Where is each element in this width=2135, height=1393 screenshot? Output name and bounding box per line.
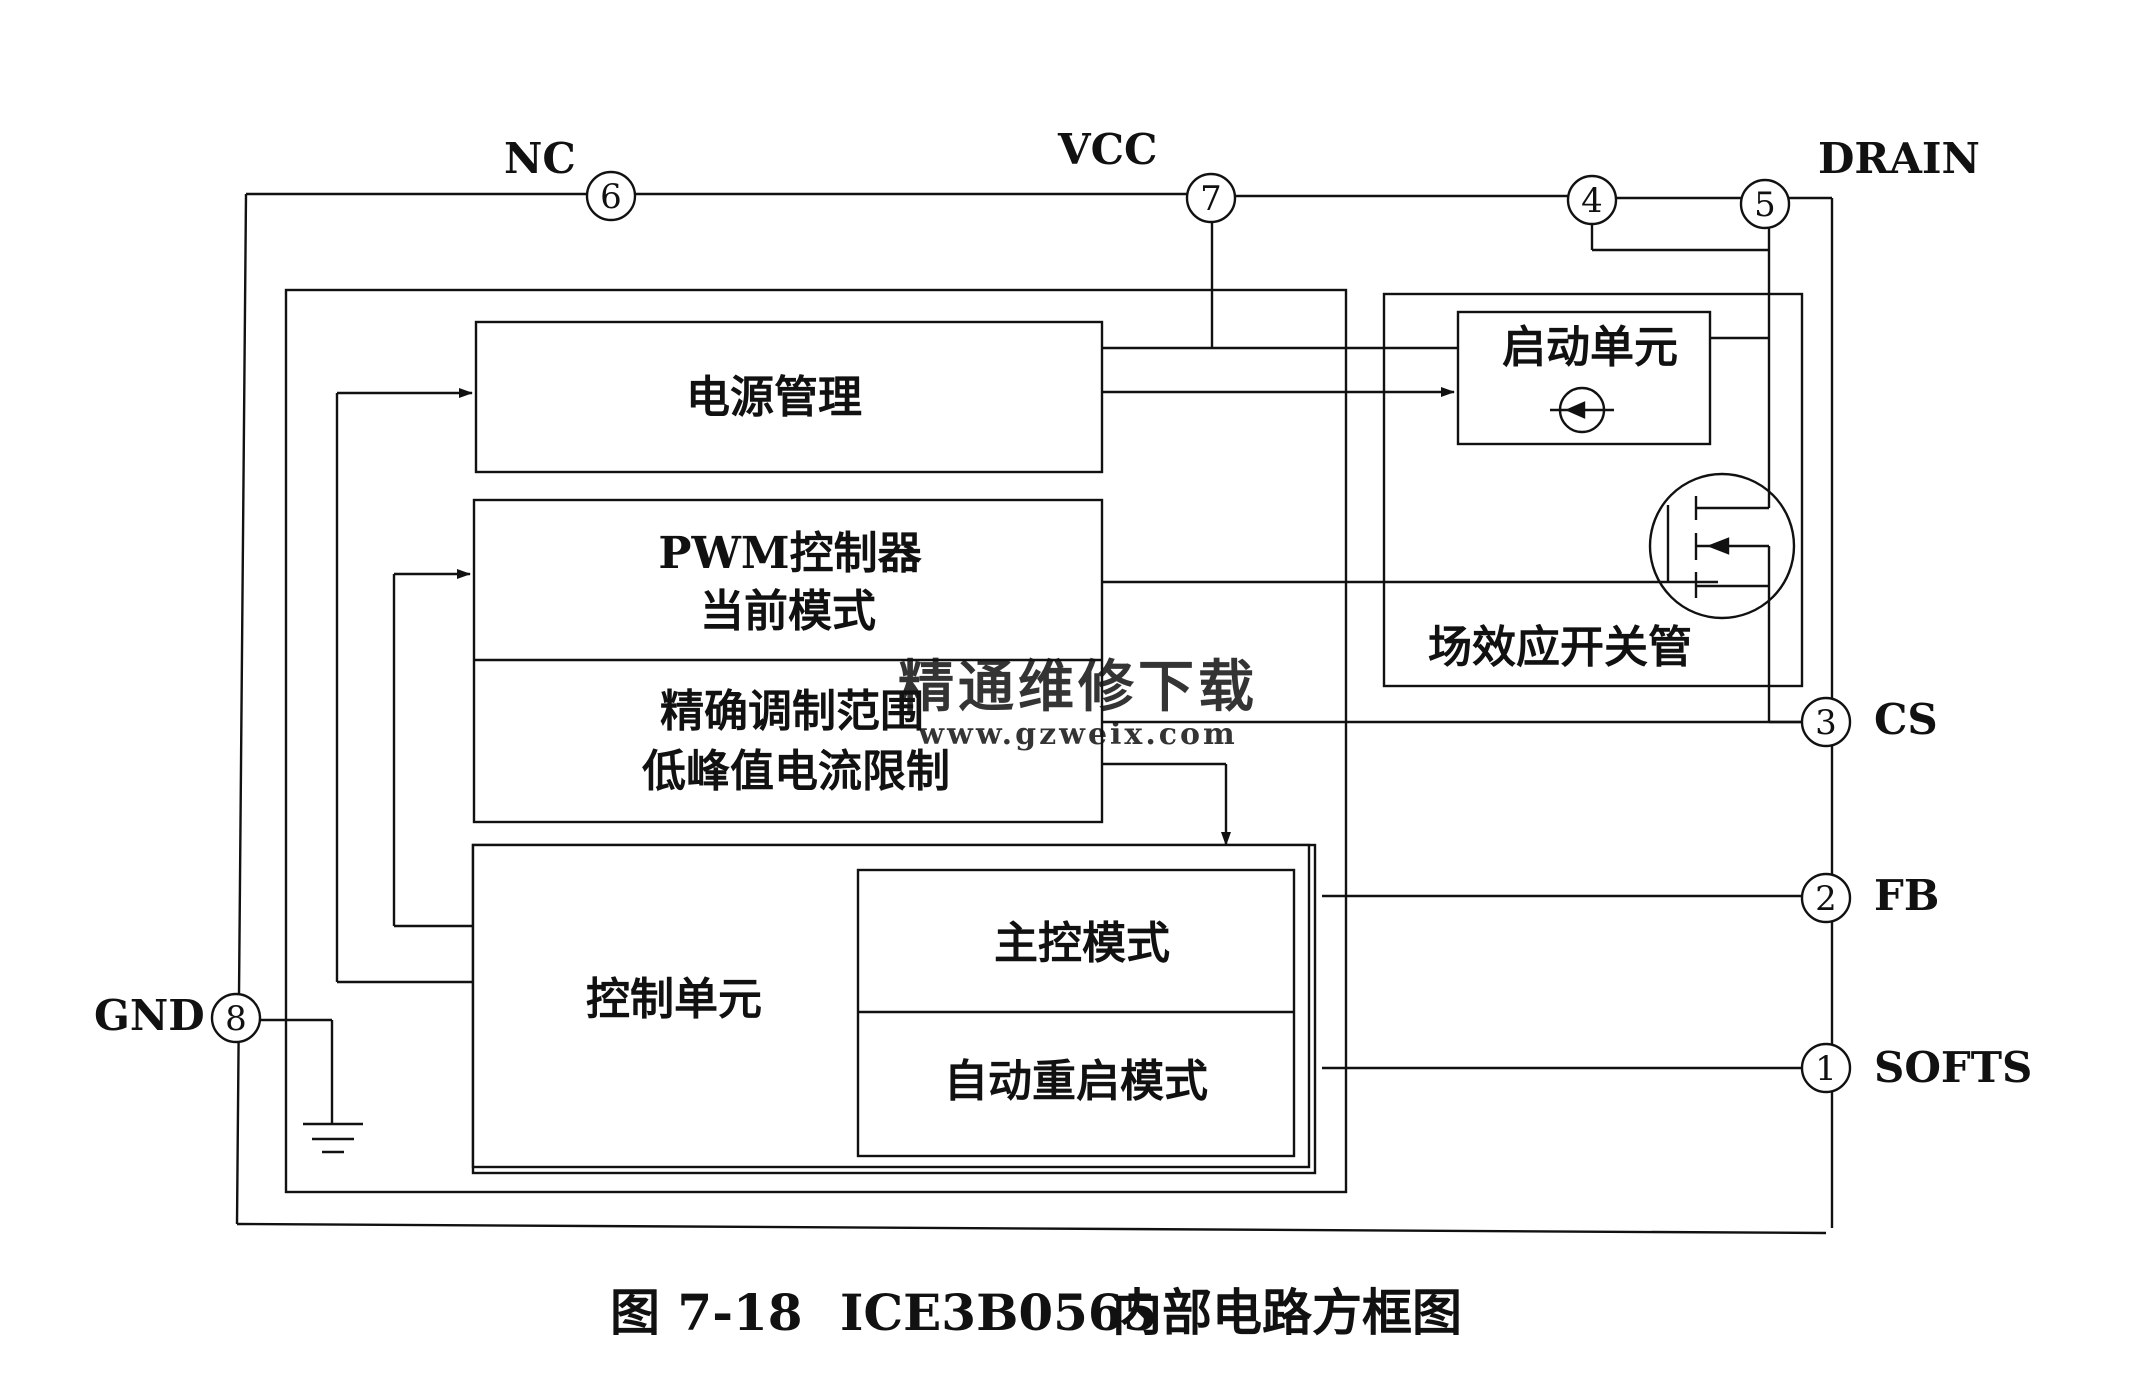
pin-1-number: 1: [1815, 1049, 1837, 1089]
pin-3-number: 3: [1815, 703, 1837, 743]
pin-6-number: 6: [600, 177, 622, 217]
pin-5-number: 5: [1754, 185, 1776, 225]
watermark-text: 精通维修下载: [898, 654, 1258, 720]
pwm-controller-label: PWM控制器: [658, 528, 922, 579]
pin-4-number: 4: [1581, 181, 1603, 221]
wiring: [235, 192, 1834, 1235]
low-peak-current-label: 低峰值电流限制: [642, 746, 950, 797]
pin-5-circle: [1739, 178, 1791, 230]
master-mode-label: 主控模式: [994, 918, 1170, 969]
pin-3-circle: [1800, 696, 1852, 748]
caption-title: 内部电路方框图: [1112, 1283, 1462, 1342]
precise-modulation-label: 精确调制范围: [660, 686, 924, 737]
pin-1-circle: [1800, 1042, 1852, 1094]
pin-6-label: NC: [504, 134, 576, 183]
caption-figure-number: 图 7-18: [610, 1283, 803, 1342]
pin-8-circle: [210, 992, 262, 1044]
pin-7-number: 7: [1200, 179, 1222, 219]
pin-2-circle: [1800, 872, 1852, 924]
pin-8-label: GND: [94, 991, 205, 1040]
pin-1-label: SOFTS: [1874, 1043, 2032, 1092]
current-mode-label: 当前模式: [700, 586, 876, 637]
watermark-url: www.gzweix.com: [917, 717, 1238, 752]
current-source-icon: [1550, 386, 1614, 434]
pin-4-circle: [1566, 174, 1618, 226]
pin-5-label: DRAIN: [1818, 134, 1980, 183]
fet-switch-label: 场效应开关管: [1428, 622, 1692, 673]
startup-unit-label: 启动单元: [1502, 322, 1678, 373]
mosfet-icon: [1648, 472, 1796, 620]
fet-switch-block: [1382, 292, 1804, 688]
power-management-label: 电源管理: [686, 372, 862, 423]
pin-3-label: CS: [1874, 695, 1938, 744]
pin-7-label: VCC: [1057, 125, 1157, 174]
pin-7-circle: [1185, 172, 1237, 224]
auto-restart-label: 自动重启模式: [944, 1056, 1208, 1107]
pin-2-number: 2: [1815, 879, 1837, 919]
pin-2-label: FB: [1874, 871, 1939, 920]
startup-unit-block: [1456, 310, 1712, 446]
control-unit-label: 控制单元: [586, 974, 762, 1025]
caption-part-number: ICE3B0565: [840, 1283, 1158, 1342]
pin-6-circle: [585, 170, 637, 222]
power-management-block: [474, 320, 1104, 474]
pin-8-number: 8: [225, 999, 247, 1039]
